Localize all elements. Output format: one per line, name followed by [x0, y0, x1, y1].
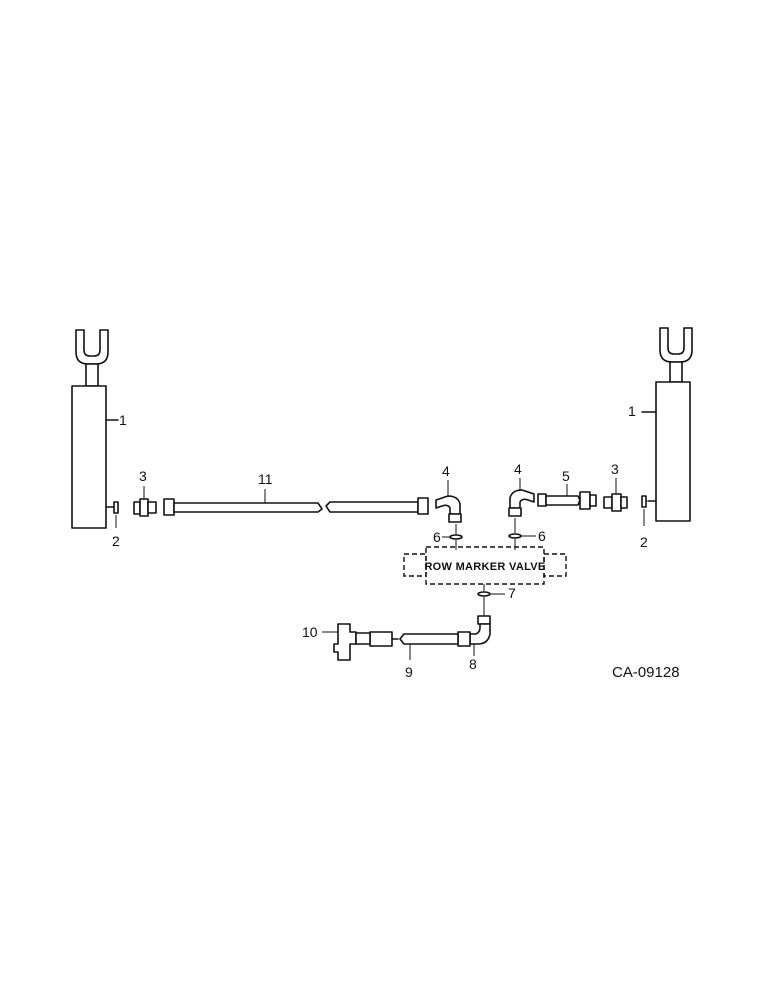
- left-cylinder: [71, 329, 119, 529]
- label-o-ring-left: 6: [433, 529, 441, 545]
- hose-bottom: [369, 631, 471, 660]
- hose-long: [163, 489, 429, 516]
- elbow-left: [435, 480, 462, 523]
- washer-left: [113, 501, 119, 528]
- valve-label: ROW MARKER VALVE: [424, 561, 545, 573]
- label-tee: 10: [302, 624, 318, 640]
- label-connector-left: 3: [139, 468, 147, 484]
- label-elbow-bottom: 8: [469, 656, 477, 672]
- label-washer-left: 2: [112, 533, 120, 549]
- connector-left: [133, 486, 157, 517]
- label-connector-right: 3: [611, 461, 619, 477]
- tee-fitting: [322, 623, 371, 661]
- label-cylinder-left: 1: [119, 412, 127, 428]
- hose-right: [537, 484, 597, 510]
- label-o-ring-right: 6: [538, 528, 546, 544]
- label-hose-right: 5: [562, 468, 570, 484]
- label-hose-long: 11: [258, 471, 273, 487]
- connector-right: [603, 478, 628, 512]
- label-elbow-left: 4: [442, 463, 450, 479]
- row-marker-valve: ROW MARKER VALVE: [403, 546, 567, 585]
- label-elbow-right: 4: [514, 461, 522, 477]
- right-cylinder: [641, 327, 693, 522]
- elbow-right: [508, 478, 535, 517]
- o-ring-bottom: [477, 584, 491, 616]
- drawing-code: CA-09128: [612, 664, 680, 681]
- label-hose-bottom: 9: [405, 664, 413, 680]
- label-o-ring-bottom: 7: [508, 585, 516, 601]
- elbow-bottom: [469, 615, 491, 656]
- washer-right: [641, 495, 647, 526]
- label-washer-right: 2: [640, 534, 648, 550]
- o-ring-left: [449, 524, 463, 550]
- o-ring-right: [508, 518, 522, 550]
- label-cylinder-right: 1: [628, 403, 636, 419]
